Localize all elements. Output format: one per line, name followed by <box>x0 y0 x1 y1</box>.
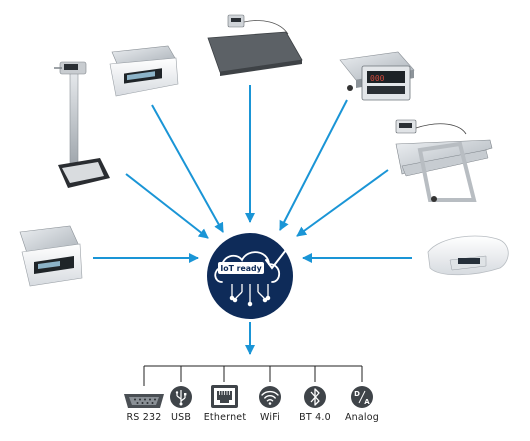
interface-label-analog: Analog <box>344 412 380 423</box>
interfaces-bracket <box>143 365 363 386</box>
interface-label-usb: USB <box>170 412 192 423</box>
bluetooth-icon <box>304 386 326 408</box>
analog-icon: D A <box>351 386 373 408</box>
column-scale <box>54 61 110 188</box>
usb-icon <box>170 386 192 408</box>
iot-badge-text: IoT ready <box>220 264 261 273</box>
wifi-icon <box>259 386 281 408</box>
check-icon <box>265 249 287 270</box>
arrow-from-column-scale <box>125 173 209 239</box>
platform-scale-indicator: 000 <box>339 51 415 101</box>
arrow-from-bench-scale <box>151 104 224 233</box>
svg-text:000: 000 <box>370 74 385 83</box>
precision-balance <box>19 225 83 287</box>
floor-scale <box>207 14 303 76</box>
interface-label-ethernet: Ethernet <box>203 412 247 423</box>
svg-text:A: A <box>364 398 370 406</box>
serial-port-icon <box>124 394 164 408</box>
arrows <box>93 85 412 355</box>
arrow-from-pallet-scale <box>296 169 389 237</box>
iot-hub: IoT ready <box>207 233 293 319</box>
ethernet-icon <box>211 385 238 408</box>
svg-text:D: D <box>354 390 360 398</box>
baby-scale <box>427 235 509 276</box>
pallet-scale <box>395 119 493 202</box>
interface-label-bluetooth: BT 4.0 <box>299 412 331 423</box>
interface-label-wifi: WiFi <box>259 412 281 423</box>
arrow-from-platform-scale <box>279 99 348 231</box>
bench-scale-top <box>109 45 179 97</box>
interface-label-rs232: RS 232 <box>126 412 162 423</box>
